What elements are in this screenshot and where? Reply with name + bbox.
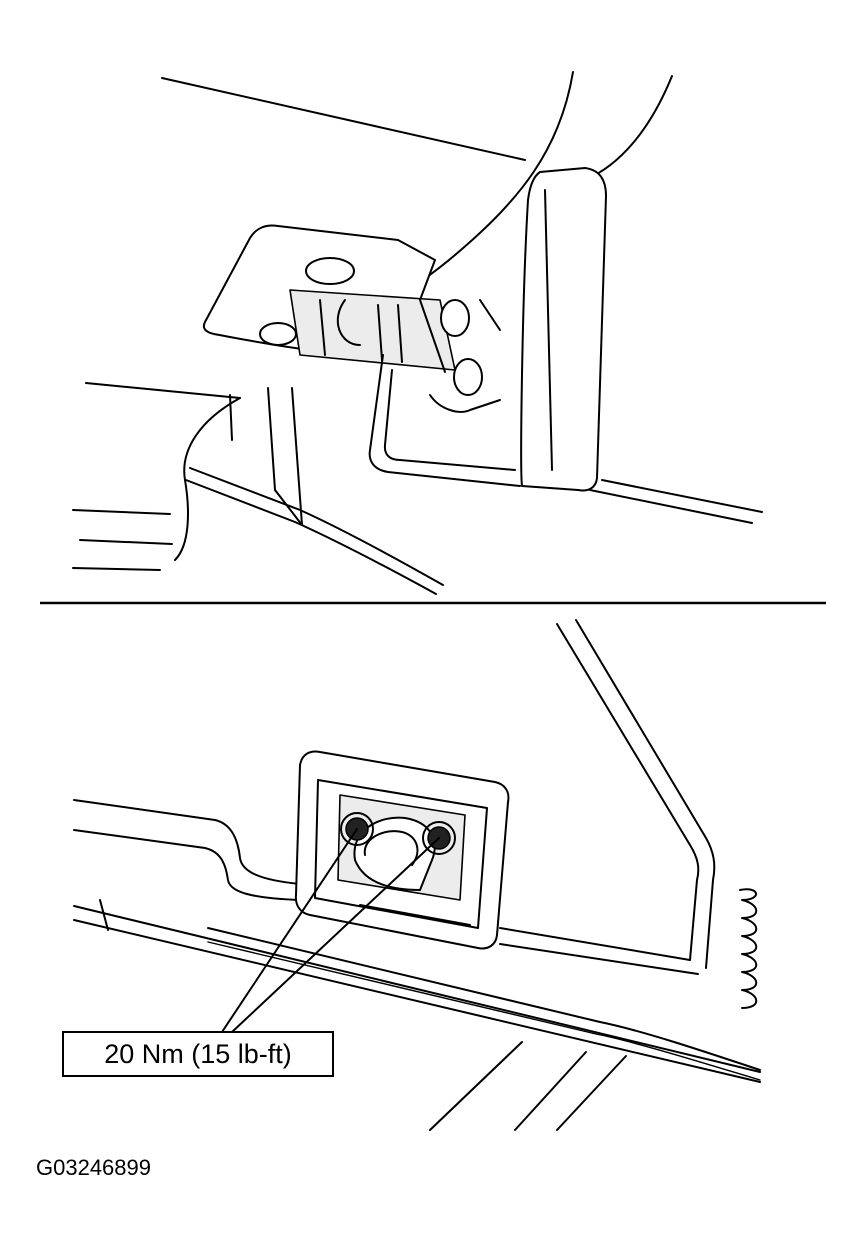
leader-line-bolt-left bbox=[221, 828, 358, 1033]
torque-callout: 20 Nm (15 lb-ft) bbox=[62, 1031, 334, 1077]
leader-line-bolt-right bbox=[231, 837, 440, 1033]
figure-id-label: G03246899 bbox=[36, 1155, 151, 1180]
top-view-hinge bbox=[72, 71, 763, 595]
bottom-view-striker bbox=[73, 619, 761, 1131]
